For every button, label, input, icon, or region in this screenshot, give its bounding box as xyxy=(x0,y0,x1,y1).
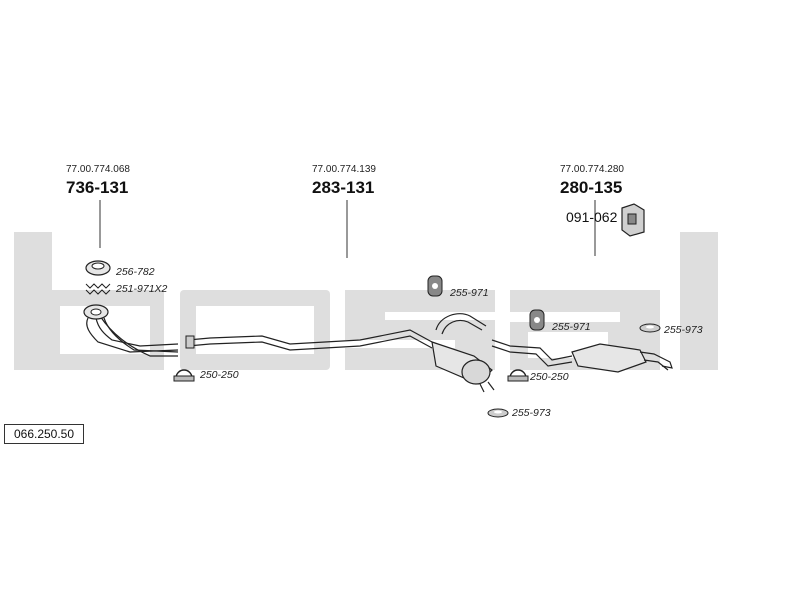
ring-rear-icon[interactable] xyxy=(639,323,661,333)
clamp-rear-icon[interactable] xyxy=(507,369,529,382)
bracket-label[interactable]: 091-062 xyxy=(566,209,618,225)
springs-label: 251-971X2 xyxy=(115,283,168,295)
middle-muffler[interactable] xyxy=(431,313,495,393)
spring-icon[interactable] xyxy=(85,283,111,295)
gasket-icon[interactable] xyxy=(85,260,111,276)
oem-ref-1: 77.00.774.068 xyxy=(66,164,130,175)
hanger-mid-label: 255-971 xyxy=(449,287,489,299)
oem-ref-3: 77.00.774.280 xyxy=(560,164,624,175)
clamp-rear-label: 250-250 xyxy=(529,371,569,383)
oem-ref-2: 77.00.774.139 xyxy=(312,164,376,175)
hanger-icon[interactable] xyxy=(427,275,443,297)
ring-rear-label: 255-973 xyxy=(663,324,703,336)
gasket-label: 256-782 xyxy=(115,266,155,278)
part-number-2[interactable]: 283-131 xyxy=(312,178,374,197)
ring-mid-label: 255-973 xyxy=(511,407,551,419)
clamp-front-label: 250-250 xyxy=(199,369,239,381)
part-number-3[interactable]: 280-135 xyxy=(560,178,622,197)
part-number-1[interactable]: 736-131 xyxy=(66,178,128,197)
rear-silencer[interactable] xyxy=(491,339,673,373)
clamp-icon[interactable] xyxy=(173,369,195,382)
assembly-code-box: 066.250.50 xyxy=(4,424,84,444)
leader-lines xyxy=(99,200,596,258)
hanger-rear-icon[interactable] xyxy=(529,309,545,331)
front-pipe[interactable] xyxy=(83,304,179,357)
bracket-icon[interactable] xyxy=(621,203,645,237)
middle-pipe[interactable] xyxy=(185,329,433,351)
ring-mid-icon[interactable] xyxy=(487,408,509,418)
hanger-rear-label: 255-971 xyxy=(551,321,591,333)
